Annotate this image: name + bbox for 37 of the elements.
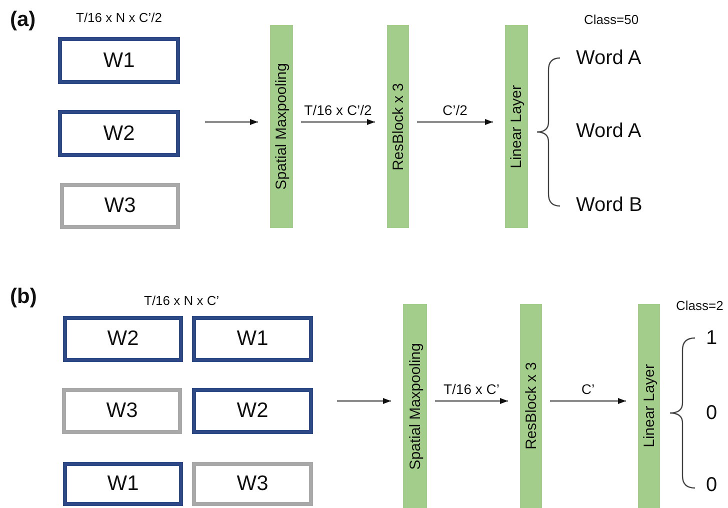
word-box: W3 [62, 388, 182, 434]
arrow [416, 119, 494, 125]
output-label: Word A [576, 47, 642, 70]
layer-bar: ResBlock x 3 [387, 25, 409, 228]
output-label: 1 [706, 327, 718, 350]
layer-bar: Linear Layer [505, 25, 528, 228]
word-box: W3 [192, 462, 313, 506]
arrow [204, 119, 258, 125]
edge-label: C’ [581, 381, 595, 397]
layer-bar: ResBlock x 3 [520, 304, 542, 508]
class-count: Class=2 [676, 298, 724, 313]
panel-label: (b) [10, 285, 37, 309]
output-label: 0 [706, 402, 718, 425]
arrow [300, 119, 376, 125]
panel-label: (a) [10, 8, 36, 32]
shape-label: T/16 x N x C’/2 [76, 10, 162, 25]
word-box: W2 [63, 316, 183, 362]
layer-bar: Linear Layer [638, 304, 660, 508]
arrow [336, 398, 392, 404]
word-box: W1 [192, 316, 313, 362]
word-box: W2 [58, 110, 180, 157]
word-box: W2 [192, 388, 313, 434]
edge-label: T/16 x C’/2 [304, 102, 372, 118]
layer-bar: Spatial Maxpooling [270, 25, 293, 228]
layer-bar: Spatial Maxpooling [403, 304, 427, 508]
shape-label: T/16 x N x C’ [144, 293, 220, 308]
edge-label: C’/2 [442, 102, 468, 118]
word-box: W1 [58, 37, 180, 84]
output-label: Word B [576, 194, 642, 217]
arrow [434, 398, 508, 404]
word-box: W3 [60, 183, 180, 229]
arrow [550, 398, 626, 404]
word-box: W1 [63, 462, 183, 506]
output-label: 0 [706, 474, 718, 497]
edge-label: T/16 x C’ [444, 381, 500, 397]
output-label: Word A [576, 120, 642, 143]
class-count: Class=50 [584, 12, 639, 27]
